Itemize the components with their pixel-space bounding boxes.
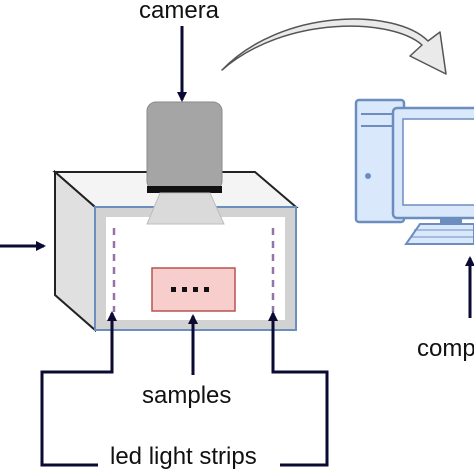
sample-dot	[182, 287, 187, 292]
samples-label: samples	[142, 382, 232, 409]
led-right-pointer-arrow	[268, 311, 329, 467]
sample-tray	[151, 267, 236, 312]
led-left-pointer-arrow	[40, 311, 117, 467]
desktop-computer-icon	[354, 98, 474, 245]
camera-label: camera	[139, 0, 220, 24]
transfer-arrow	[221, 18, 447, 75]
sample-dot	[204, 287, 209, 292]
led-strips-label: led light strips	[110, 443, 257, 470]
computer-label: comp	[417, 335, 474, 362]
sample-dot	[193, 287, 198, 292]
sample-dot	[171, 287, 176, 292]
camera-icon	[146, 101, 225, 225]
